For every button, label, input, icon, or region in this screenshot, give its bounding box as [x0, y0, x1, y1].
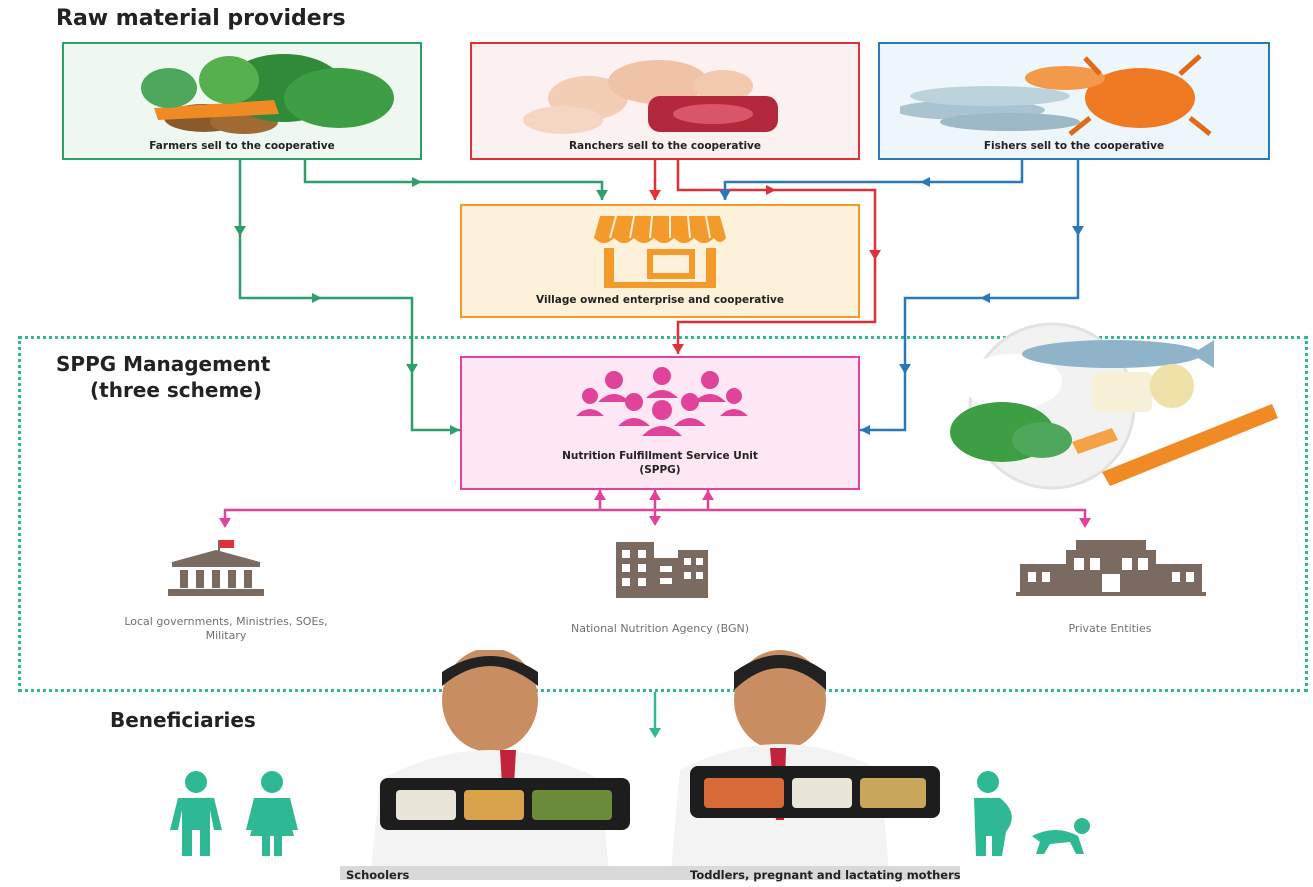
sppg-caption-line1: Nutrition Fulfillment Service Unit — [562, 450, 758, 462]
farmers-caption: Farmers sell to the cooperative — [149, 140, 335, 152]
pregnant-woman-icon — [974, 771, 1012, 856]
raw-material-heading: Raw material providers — [56, 6, 346, 31]
fishers-caption: Fishers sell to the cooperative — [983, 140, 1165, 152]
beneficiaries-heading: Beneficiaries — [110, 708, 256, 732]
government-building-icon — [168, 540, 264, 596]
meat-image — [523, 60, 778, 134]
girl-icon — [246, 771, 298, 856]
vegetables-image — [141, 54, 394, 134]
enterprise-caption: Village owned enterprise and cooperative — [536, 294, 784, 306]
ranchers-box: Ranchers sell to the cooperative — [470, 42, 860, 160]
food-plate-image — [950, 322, 1278, 490]
sppg-box: Nutrition Fulfillment Service Unit (SPPG… — [460, 356, 860, 490]
farmers-box: Farmers sell to the cooperative — [62, 42, 422, 160]
management-heading-line2: (three scheme) — [90, 378, 263, 402]
management-frame — [18, 336, 1308, 692]
crawling-baby-icon — [1032, 818, 1090, 854]
bgn-label: National Nutrition Agency (BGN) — [571, 622, 749, 635]
mothers-label: Toddlers, pregnant and lactating mothers — [690, 868, 961, 882]
fishers-box: Fishers sell to the cooperative — [878, 42, 1270, 160]
private-entities-label: Private Entities — [1068, 622, 1152, 635]
schoolers-label: Schoolers — [346, 868, 410, 882]
market-stall-icon — [594, 215, 726, 288]
boy-icon — [170, 771, 222, 856]
ranchers-caption: Ranchers sell to the cooperative — [568, 140, 762, 152]
enterprise-box: Village owned enterprise and cooperative — [460, 204, 860, 318]
people-group-icon — [576, 367, 748, 436]
local-government-label-line2: Military — [205, 629, 247, 642]
management-heading-line1: SPPG Management — [56, 352, 271, 376]
company-building-icon — [1016, 540, 1206, 596]
children-students-image — [340, 650, 960, 880]
office-building-icon — [616, 542, 708, 598]
sppg-caption-line2: (SPPG) — [639, 464, 681, 476]
local-government-label-line1: Local governments, Ministries, SOEs, — [124, 615, 328, 628]
seafood-image — [900, 54, 1212, 136]
